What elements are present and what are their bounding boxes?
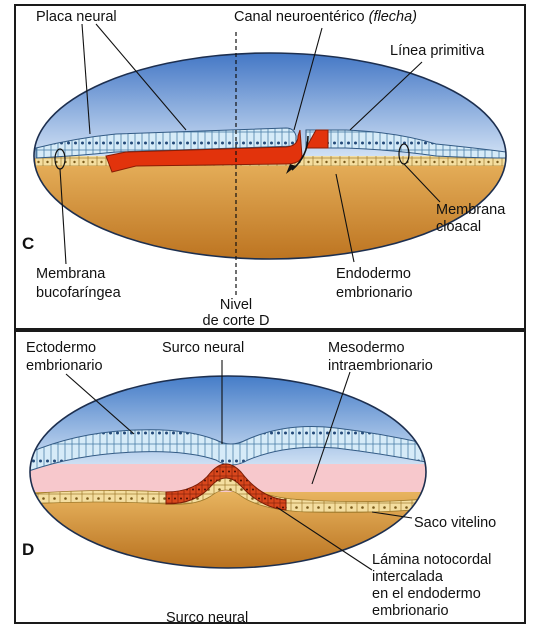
mesodermo-label-1: Mesodermo — [328, 340, 405, 356]
lamina-notocordal-label-4: embrionario — [372, 603, 449, 619]
membrana-cloacal-label-1: Membrana — [436, 202, 505, 218]
surco-neural-bottom-label: Surco neural — [166, 610, 248, 624]
lamina-notocordal-label-2: intercalada — [372, 569, 443, 585]
canal-label-note: (flecha) — [369, 9, 417, 25]
canal-neuroenterico-label: Canal neuroentérico (flecha) — [234, 9, 417, 25]
ectodermo-label-1: Ectodermo — [26, 340, 96, 356]
ectodermo-label-2: embrionario — [26, 358, 103, 374]
endodermo-label-1: Endodermo — [336, 266, 411, 282]
panel-c: C Placa neural Canal neuroentérico (flec… — [14, 4, 526, 330]
canal-label-text: Canal neuroentérico — [234, 9, 365, 25]
membrana-bucofaringea-label-2: bucofaríngea — [36, 285, 121, 301]
placa-neural-label: Placa neural — [36, 9, 117, 25]
panel-d: D Ectodermo embrionario Surco neural Mes… — [14, 330, 526, 624]
linea-primitiva-label: Línea primitiva — [390, 43, 484, 59]
mesodermo-label-2: intraembrionario — [328, 358, 433, 374]
surco-neural-label: Surco neural — [162, 340, 244, 356]
panel-letter: C — [22, 234, 34, 254]
endodermo-label-2: embrionario — [336, 285, 413, 301]
nivel-label-1: Nivel — [176, 297, 296, 313]
panel-d-illustration — [16, 332, 526, 624]
nivel-label-2: de corte D — [176, 313, 296, 329]
membrana-bucofaringea-label-1: Membrana — [36, 266, 105, 282]
lamina-notocordal-label-1: Lámina notocordal — [372, 552, 491, 568]
panel-letter: D — [22, 540, 34, 560]
membrana-cloacal-label-2: cloacal — [436, 219, 481, 235]
lamina-notocordal-label-3: en el endodermo — [372, 586, 481, 602]
saco-vitelino-label: Saco vitelino — [414, 515, 496, 531]
